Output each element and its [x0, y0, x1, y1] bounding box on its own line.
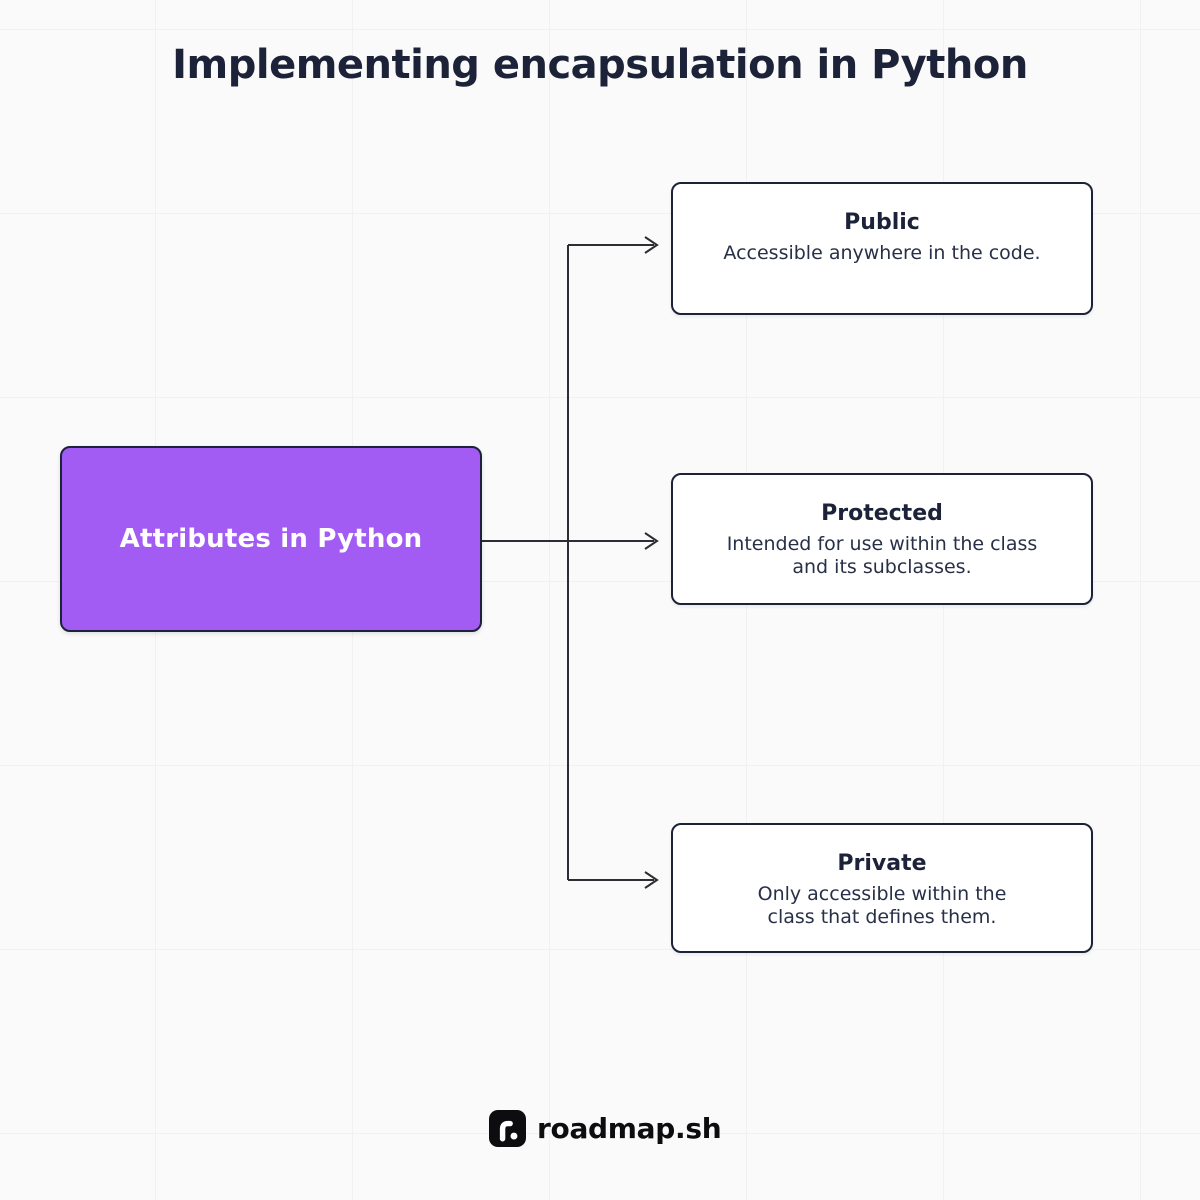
branch-title-private: Private [837, 851, 927, 876]
branch-box-private: Private Only accessible within the class… [671, 823, 1093, 953]
footer-brand: roadmap.sh [489, 1110, 722, 1147]
root-node-attributes-in-python: Attributes in Python [60, 446, 482, 632]
arrowhead-private-icon [644, 871, 659, 889]
arrowhead-protected-icon [644, 532, 659, 550]
branch-description-private: Only accessible within the class that de… [757, 883, 1007, 928]
brand-name: roadmap.sh [537, 1112, 722, 1145]
branch-box-protected: Protected Intended for use within the cl… [671, 473, 1093, 605]
roadmap-logo-icon [489, 1110, 526, 1147]
root-node-label: Attributes in Python [119, 524, 423, 554]
branch-box-public: Public Accessible anywhere in the code. [671, 182, 1093, 315]
branch-title-public: Public [844, 210, 920, 235]
arrowhead-public-icon [644, 236, 659, 254]
page-title: Implementing encapsulation in Python [172, 42, 1028, 88]
branch-title-protected: Protected [821, 501, 943, 526]
branch-description-public: Accessible anywhere in the code. [723, 242, 1041, 264]
branch-description-protected: Intended for use within the class and it… [726, 533, 1038, 578]
